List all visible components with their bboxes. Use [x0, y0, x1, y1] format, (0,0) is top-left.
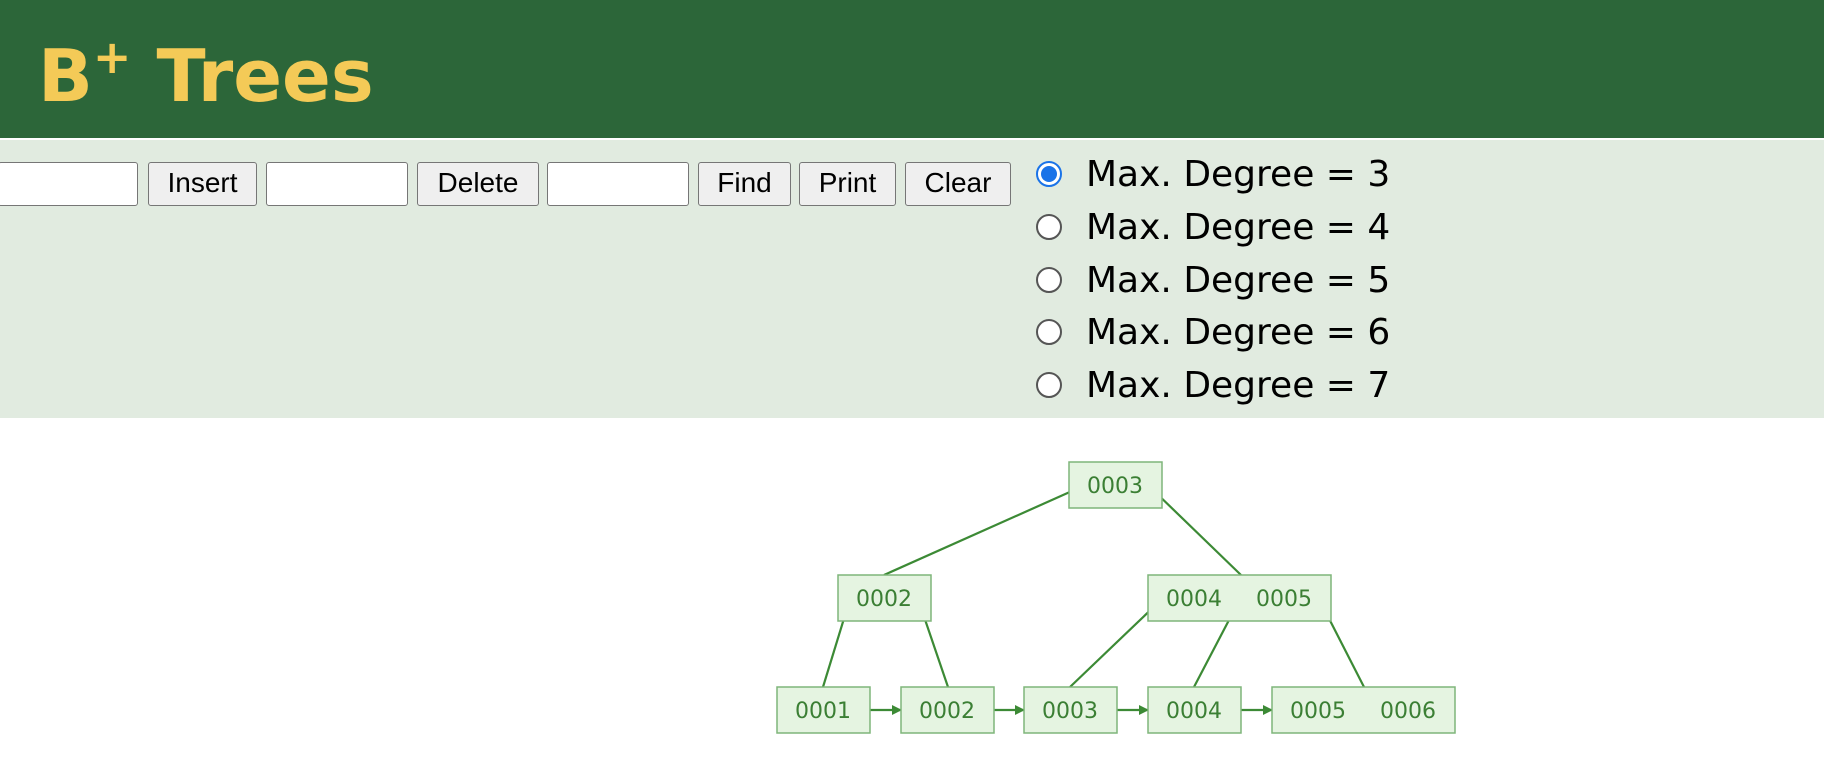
leaf-node: 0003: [1023, 686, 1118, 734]
leaf-node: 0001: [776, 686, 871, 734]
leaf-node-box: [900, 686, 995, 734]
radio-button[interactable]: [1036, 267, 1062, 293]
node-key: 0001: [795, 699, 851, 724]
insert-button[interactable]: Insert: [148, 162, 257, 206]
root-node-box: [1068, 461, 1163, 509]
leaf-node: 0002: [900, 686, 995, 734]
node-key: 0005: [1290, 699, 1346, 724]
leaf-node-box: [1023, 686, 1118, 734]
radio-selected-dot: [1041, 166, 1057, 182]
leaf-node: 0004: [1147, 686, 1242, 734]
max-degree-option[interactable]: Max. Degree = 5: [1036, 258, 1390, 302]
radio-button[interactable]: [1036, 214, 1062, 240]
max-degree-option[interactable]: Max. Degree = 3: [1036, 152, 1390, 196]
tree-edge: [1149, 486, 1242, 576]
page-header: B+ Trees: [0, 0, 1824, 138]
node-key: 0006: [1380, 699, 1436, 724]
page-title: B+ Trees: [38, 26, 374, 126]
insert-input[interactable]: [0, 162, 138, 206]
radio-button[interactable]: [1036, 372, 1062, 398]
internal-node: 0002: [837, 574, 932, 622]
internal-node: 0004 0005: [1147, 574, 1332, 622]
max-degree-option[interactable]: Max. Degree = 7: [1036, 363, 1390, 407]
control-panel: Insert Delete Find Print Clear Max. Degr…: [0, 140, 1824, 418]
radio-button[interactable]: [1036, 319, 1062, 345]
tree-edge: [1069, 598, 1163, 688]
tree-edges: [821, 485, 1365, 715]
node-key: 0005: [1256, 587, 1312, 612]
tree-nodes: 0003 0002 0004 0005 0001 0002 0003 0004 0005 0006: [776, 461, 1456, 734]
title-b: B: [38, 34, 93, 118]
node-key: 0002: [919, 699, 975, 724]
max-degree-option[interactable]: Max. Degree = 4: [1036, 205, 1390, 249]
title-trees: Trees: [131, 34, 374, 118]
find-input[interactable]: [547, 162, 689, 206]
max-degree-label: Max. Degree = 4: [1086, 206, 1391, 248]
max-degree-label: Max. Degree = 3: [1086, 153, 1391, 195]
node-key: 0002: [856, 587, 912, 612]
leaf-node-box: [1147, 686, 1242, 734]
max-degree-label: Max. Degree = 5: [1086, 259, 1391, 301]
max-degree-label: Max. Degree = 6: [1086, 311, 1391, 353]
node-key: 0003: [1042, 699, 1098, 724]
tree-edge: [883, 485, 1082, 577]
node-key: 0004: [1166, 699, 1222, 724]
internal-node-box: [1147, 574, 1332, 622]
print-button[interactable]: Print: [799, 162, 896, 206]
delete-button[interactable]: Delete: [417, 162, 539, 206]
node-key: 0003: [1087, 474, 1143, 499]
title-plus: +: [92, 30, 132, 84]
delete-input[interactable]: [266, 162, 408, 206]
leaf-node-box: [1271, 686, 1456, 734]
max-degree-option[interactable]: Max. Degree = 6: [1036, 310, 1390, 354]
clear-button[interactable]: Clear: [905, 162, 1011, 206]
leaf-node-box: [776, 686, 871, 734]
leaf-node: 0005 0006: [1271, 686, 1456, 734]
max-degree-label: Max. Degree = 7: [1086, 364, 1391, 406]
radio-button[interactable]: [1036, 161, 1062, 187]
internal-node-box: [837, 574, 932, 622]
find-button[interactable]: Find: [698, 162, 791, 206]
node-key: 0004: [1166, 587, 1222, 612]
root-node: 0003: [1068, 461, 1163, 509]
